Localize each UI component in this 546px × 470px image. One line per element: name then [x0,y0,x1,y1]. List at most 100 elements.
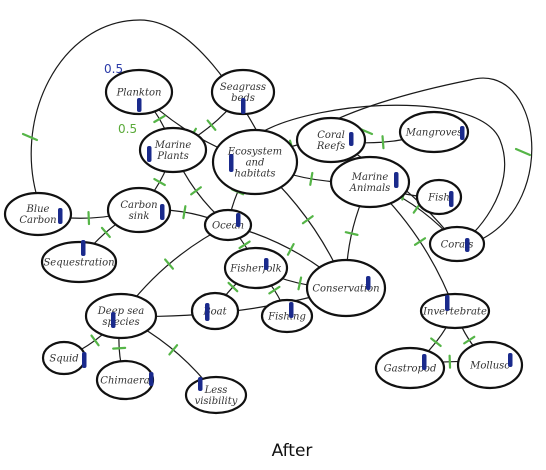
loop-coral-corals [299,77,533,241]
legend-bottom-label: 0.5 [118,122,137,136]
node-plankton[interactable]: Plankton [104,68,174,116]
edge-tick-deep-sea-chimaera [112,346,127,350]
edge-tick-marine-animals-invertebrate [413,237,427,246]
node-carbon-sink-shape [106,186,172,234]
node-sequestration-shape [40,240,118,284]
node-mollusc-label: Mollusc [469,361,510,372]
node-ocean-value-marker [236,213,241,227]
edge-tick-deep-sea-squid [90,334,100,347]
node-corals[interactable]: Corals [428,225,486,263]
node-mollusc-value-marker [508,353,513,367]
node-fishing-shape [260,298,314,334]
node-seagrass[interactable]: Seagrassbeds [210,68,276,116]
node-blue-carbon-value-marker [58,208,63,224]
node-fishing-value-marker [289,302,294,318]
node-marine-plants-shape [138,126,208,174]
node-corals-label: Corals [441,240,474,251]
node-ocean-label: Ocean [212,221,244,232]
node-mangroves-shape [398,110,470,154]
node-boat-label: Boat [202,307,227,318]
node-chimaera[interactable]: Chimaera [95,359,155,401]
node-fisherfolk[interactable]: Fisherfolk [223,246,289,290]
node-invertebrate-value-marker [445,295,450,311]
node-fisherfolk-label: Fisherfolk [229,264,281,275]
edge-tick-ocean-fisherfolk [238,240,251,250]
node-sequestration[interactable]: Sequestration [40,240,118,284]
edge-tick-fisherfolk-fishing [268,285,281,295]
node-marine-animals-shape [329,155,411,209]
edge-tick-ocean-deep-sea [164,258,175,270]
node-sequestration-value-marker [81,240,86,256]
node-invertebrate[interactable]: Invertebrate [419,292,491,330]
node-carbon-sink-value-marker [160,204,165,220]
edge-tick-invertebrate-mollusc [463,335,476,345]
node-boat-shape [190,291,240,331]
node-squid[interactable]: Squid [41,340,87,376]
node-fisherfolk-shape [223,246,289,290]
edge-tick-ecosystem-marine-animals [309,171,314,186]
caption: After [272,441,313,461]
nodes-layer: Plankton SeagrassbedsMarinePlants Ecosyste… [3,68,524,415]
edge-tick-marine-animals-conservation [344,231,359,236]
node-mangroves-value-marker [460,126,465,140]
node-mangroves-label: Mangroves [405,128,463,139]
edge-tick-marine-plants-carbon-sink [153,177,166,187]
node-gastropod-label: Gastropod [384,364,437,375]
node-coral-reefs-shape [295,116,367,164]
edge-tick-marine-plants-ocean [190,186,202,196]
node-mollusc[interactable]: Mollusc [456,340,524,390]
node-mollusc-shape [456,340,524,390]
node-marine-plants-value-marker [147,146,152,162]
edge-tick-fisherfolk-conservation [297,276,303,291]
node-invertebrate-label: Invertebrate [422,307,487,318]
legend-top-label: 0.5 [104,62,123,76]
loop-tick-left [21,132,39,142]
edge-tick-coral-reefs-mangroves [381,135,385,150]
node-plankton-value-marker [137,98,142,112]
edge-tick-ecosystem-conservation [301,215,314,225]
edge-tick-carbon-sink-ocean [182,205,187,220]
node-chimaera-label: Chimaera [100,376,149,387]
edge-tick-fisherfolk-boat [227,281,239,293]
node-squid-label: Squid [49,354,78,365]
node-gastropod[interactable]: Gastropod [374,346,446,390]
node-gastropod-shape [374,346,446,390]
node-gastropod-value-marker [422,354,427,370]
node-fishing[interactable]: Fishing [260,298,314,334]
edge-tick-seagrass-marine-plants [206,119,217,131]
node-conservation[interactable]: Conservation [305,258,387,318]
node-mangroves[interactable]: Mangroves [398,110,470,154]
node-corals-shape [428,225,486,263]
node-fisherfolk-value-marker [264,258,269,270]
node-ecosystem-shape [211,128,299,196]
node-plankton-label: Plankton [116,88,162,99]
node-plankton-shape [104,68,174,116]
node-marine-animals-value-marker [394,172,399,188]
node-fish[interactable]: Fish [415,178,463,216]
node-corals-value-marker [465,238,470,252]
node-deep-sea-value-marker [111,312,116,328]
node-coral-reefs-value-marker [349,132,354,146]
node-conservation-value-marker [366,276,371,290]
node-ocean[interactable]: Ocean [203,208,253,242]
node-fish-label: Fish [427,193,450,204]
node-boat[interactable]: Boat [190,291,240,331]
node-fish-value-marker [449,191,454,207]
node-conservation-label: Conservation [312,284,379,295]
edge-tick-ocean-conservation [286,243,295,256]
